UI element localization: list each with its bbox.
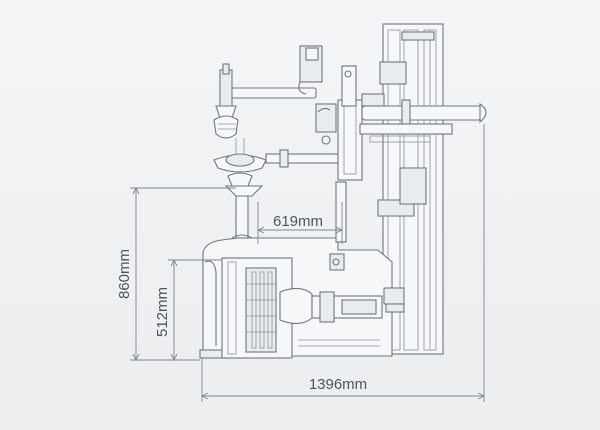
upper-arm [359,93,487,143]
dimension-label-total-width: 1396mm [309,376,367,393]
dimension-arm-reach: 619mm [256,202,344,244]
clamp-pedestal [224,185,264,239]
dimension-total-width: 1396mm [200,124,486,402]
dimension-total-height: 860mm [116,186,236,362]
dimension-label-arm-reach: 619mm [273,213,323,230]
wheel-press [213,138,267,187]
dimension-base-height: 512mm [154,258,222,362]
machine-body [199,237,405,359]
helper-arm [213,45,323,139]
dimension-label-base-height: 512mm [154,287,171,337]
dimension-label-total-height: 860mm [116,249,133,299]
swing-arm [265,65,363,243]
